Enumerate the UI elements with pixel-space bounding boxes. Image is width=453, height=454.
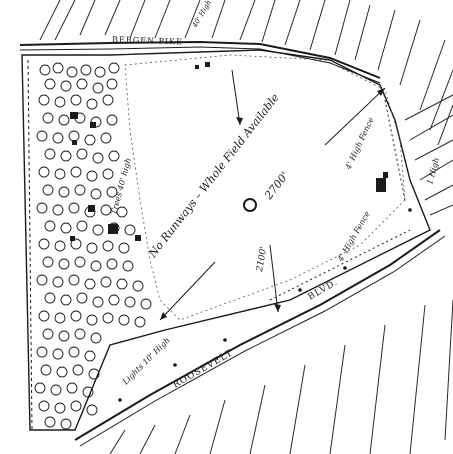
field-note-label: No Runways – Whole Field Available — [146, 91, 283, 261]
open-field-outline — [124, 54, 406, 321]
hangar-structure — [376, 172, 388, 192]
hatched-land-top — [39, 0, 453, 146]
far-right-label: 1 High — [425, 157, 441, 186]
hatched-land-bottom — [109, 299, 453, 454]
hatched-land-right — [404, 94, 453, 216]
road-label-roosevelt: ROOSEVELT — [172, 348, 236, 390]
road-label-bergen-pike: BERGEN PIKE — [112, 35, 183, 46]
road-label-blvd: BLVD. — [307, 278, 340, 303]
buildings — [70, 62, 210, 241]
light-markers — [118, 208, 412, 402]
dimension-arrowheads — [160, 88, 385, 320]
lights-label: Lights 10' High — [120, 336, 171, 387]
field-boundary — [21, 49, 431, 431]
dimension-lines — [159, 69, 386, 321]
road-roosevelt-blvd — [74, 229, 446, 447]
property-line-left — [27, 59, 33, 431]
tree-cluster — [34, 62, 152, 430]
fence-right-label: 4' High Fence — [343, 116, 376, 172]
fence-bottom — [269, 229, 411, 301]
dimension-side-label: 2100' — [255, 246, 269, 274]
fence-right — [384, 99, 406, 201]
dimension-main-label: 2700' — [262, 169, 292, 202]
fence-bottom-label: 4' High Fence — [335, 209, 372, 263]
field-center-marker — [243, 198, 257, 212]
